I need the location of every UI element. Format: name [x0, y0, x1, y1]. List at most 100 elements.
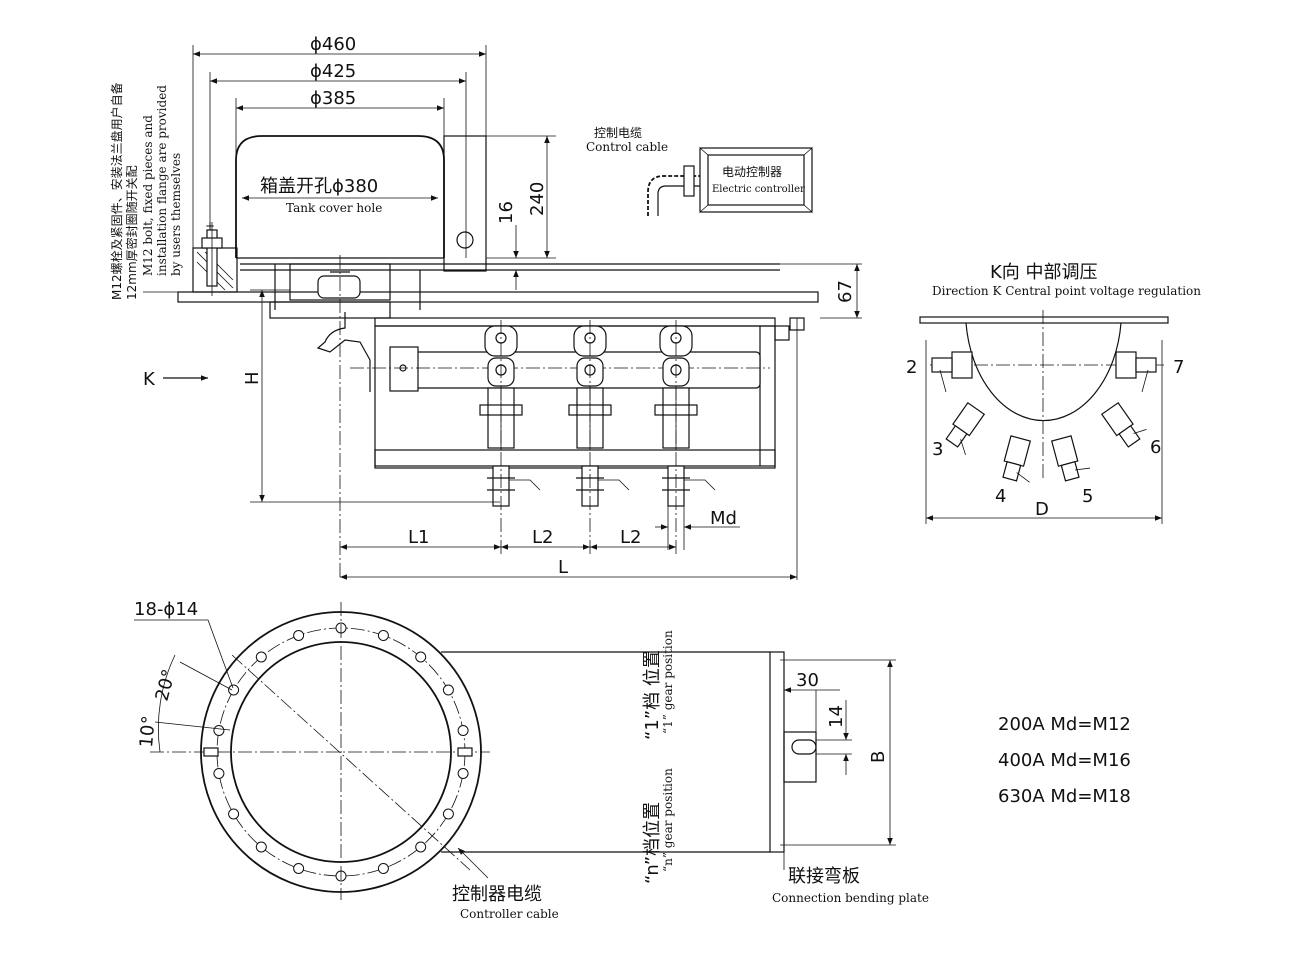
bolt-hole: [442, 808, 454, 820]
terminal-7: [1115, 351, 1157, 393]
terminal-label-3: 3: [932, 439, 943, 460]
bolt-hole: [415, 841, 427, 853]
control-cable: [647, 175, 700, 216]
dim-14-label: 14: [826, 705, 847, 728]
tank-cover-plate: [177, 291, 819, 303]
controller-en: Electric controller: [712, 184, 805, 195]
bottom-view: 18-ϕ14 20° 10° 30 14 B “1”档 位置 “1” gear …: [134, 599, 929, 921]
angle-10-label: 10°: [136, 715, 160, 749]
dim-B-label: B: [868, 751, 889, 763]
note-cn-2: 12mm厚密封圈随开关配: [124, 165, 139, 300]
controller-cable-en: Controller cable: [460, 907, 559, 921]
head-housing: [235, 135, 445, 258]
k-arrow-label: K: [143, 369, 156, 390]
controller-cn: 电动控制器: [722, 165, 782, 179]
k-view-body-arc: [965, 322, 1122, 422]
md-row-630a: 630A Md=M18: [998, 786, 1131, 807]
note-en-1: M12 bolt, fixed pieces and: [141, 115, 155, 276]
md-table: 200A Md=M12 400A Md=M16 630A Md=M18: [998, 714, 1131, 807]
gearbox-lower: [269, 301, 391, 319]
bolt-hole: [293, 630, 305, 641]
bolt-cross-marker: +: [205, 219, 215, 233]
bolt-hole: [228, 684, 240, 696]
k-view-title-cn: K向 中部调压: [990, 262, 1098, 283]
cover-block-right: [443, 135, 487, 272]
dim-D-label: D: [1035, 499, 1049, 520]
dim-30-label: 30: [796, 670, 819, 691]
connection-bending-plate: [769, 651, 785, 853]
dim-L1-label: L1: [408, 527, 429, 548]
note-en-2: installation flange are provided: [155, 85, 169, 276]
k-view: K向 中部调压 Direction K Central point voltag…: [906, 262, 1201, 524]
gear1-cn: “1”档 位置: [642, 650, 663, 740]
control-cable-en: Control cable: [586, 140, 668, 154]
gearn-cn: “n”档位置: [642, 802, 663, 884]
k-view-title-en: Direction K Central point voltage regula…: [932, 284, 1201, 298]
bolt-holes: [213, 622, 469, 882]
dim-L-label: L: [558, 557, 568, 578]
gear1-en: “1” gear position: [661, 630, 675, 734]
bolt-hole: [377, 863, 389, 874]
bolt-hole: [293, 863, 305, 874]
bolt-hole: [255, 841, 267, 853]
terminal-6: [1100, 401, 1147, 448]
terminal-4: [1002, 435, 1032, 483]
bolt-hole: [213, 725, 225, 736]
note-en-3: by users themselves: [169, 153, 183, 276]
bolt-hole: [213, 768, 225, 779]
md-row-400a: 400A Md=M16: [998, 750, 1131, 771]
dim-L2b-label: L2: [620, 527, 641, 548]
gearn-en: “n” gear position: [661, 768, 675, 872]
terminal-label-7: 7: [1173, 357, 1184, 378]
controller-cable-leader: [457, 847, 489, 879]
terminal-5: [1050, 435, 1091, 482]
holes-leader: [134, 619, 234, 689]
bolt-hole: [442, 684, 454, 696]
bolt-hole: [457, 725, 469, 736]
angle-20-arc: [157, 654, 176, 753]
md-row-200a: 200A Md=M12: [998, 714, 1131, 735]
tank-hole-en: Tank cover hole: [286, 201, 382, 215]
note-cn-1: M12螺栓及紧固件、安装法兰盘用户自备: [109, 82, 124, 300]
dim-425-label: ϕ425: [310, 61, 356, 82]
controller-cable-cn: 控制器电缆: [452, 884, 542, 905]
shaft-end-cap: [389, 346, 419, 392]
bolt-hole: [228, 808, 240, 820]
diagonal-axis: [231, 654, 471, 871]
switch-frame-top: [374, 317, 776, 327]
bolt-hole: [255, 651, 267, 663]
terminal-2: [931, 351, 973, 393]
dim-Md-label: Md: [710, 508, 737, 529]
shaft-crank: [316, 312, 371, 392]
holes-label: 18-ϕ14: [134, 599, 198, 620]
dim-67-label: 67: [835, 280, 856, 303]
bolt-hole: [415, 651, 427, 663]
dim-240-label: 240: [527, 182, 548, 216]
terminal-3: [945, 401, 986, 456]
bolt-hole: [457, 768, 469, 779]
gearbox-coupling: [317, 275, 361, 299]
dim-385-label: ϕ385: [310, 88, 356, 109]
top-view: ϕ460 ϕ425 ϕ385 箱盖开孔ϕ380 Tank cover hole …: [109, 34, 862, 580]
terminal-label-2: 2: [906, 357, 917, 378]
terminal-label-6: 6: [1150, 437, 1161, 458]
angle-20-label: 20°: [152, 667, 181, 703]
plate-cn: 联接弯板: [788, 866, 860, 887]
switch-frame-base: [374, 449, 776, 469]
cover-bolt-hole: [456, 231, 474, 249]
dim-H-label: H: [242, 371, 263, 385]
electric-controller: [699, 147, 813, 213]
terminal-label-4: 4: [995, 486, 1006, 507]
control-cable-cn: 控制电缆: [594, 126, 642, 140]
plate-en: Connection bending plate: [772, 891, 929, 905]
bolt-hole: [377, 630, 389, 641]
tank-hole-cn: 箱盖开孔ϕ380: [260, 176, 378, 197]
terminal-label-5: 5: [1082, 486, 1093, 507]
dim-L2a-label: L2: [532, 527, 553, 548]
plate-slot: [791, 739, 817, 755]
dim-460-label: ϕ460: [310, 34, 356, 55]
k-view-flange: [919, 316, 1169, 324]
switch-frame-body: [374, 325, 776, 467]
dim-16-label: 16: [496, 201, 517, 224]
